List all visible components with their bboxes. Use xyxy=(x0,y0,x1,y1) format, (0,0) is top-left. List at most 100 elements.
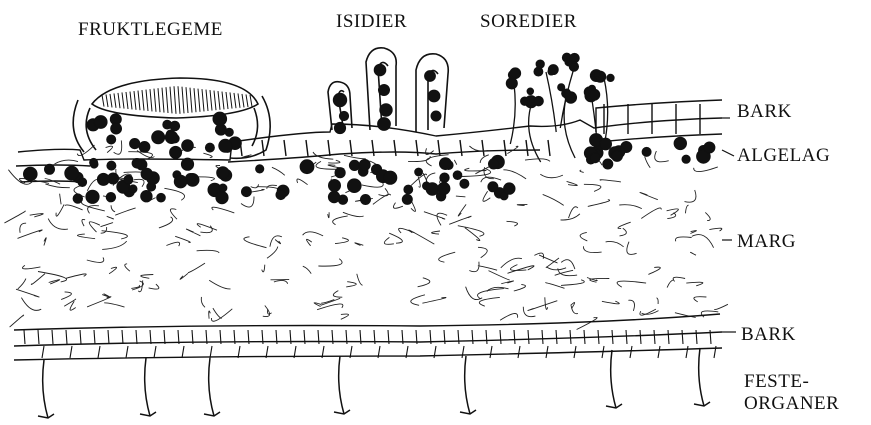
hypha xyxy=(197,250,220,252)
hypha xyxy=(648,267,660,274)
hypha xyxy=(106,146,113,152)
hypha xyxy=(188,263,205,273)
rhizine xyxy=(606,350,622,408)
hypha xyxy=(267,247,278,259)
label-bark-lower: BARK xyxy=(741,325,796,346)
hypha xyxy=(389,233,402,243)
hypha xyxy=(439,252,456,262)
label-bark-upper: BARK xyxy=(737,102,792,123)
hypha xyxy=(55,160,79,164)
alga-cell xyxy=(603,159,613,169)
hymenium-stroke xyxy=(102,95,104,107)
hypha xyxy=(508,266,534,274)
alga-cell xyxy=(124,175,133,184)
hypha xyxy=(102,241,127,249)
hymenium-stroke xyxy=(146,90,148,111)
hymenium-stroke xyxy=(106,94,108,107)
alga-cell xyxy=(438,182,450,194)
hypha xyxy=(540,174,563,178)
hypha xyxy=(213,308,222,318)
hypha xyxy=(528,301,557,311)
cortex-cell-wall xyxy=(284,140,286,156)
alga-cell xyxy=(334,122,345,133)
hymenium-stroke xyxy=(154,89,156,112)
alga-cell xyxy=(426,183,439,196)
hypha xyxy=(667,213,675,219)
hypha xyxy=(455,160,457,164)
alga-cell xyxy=(219,139,232,152)
cortex-cell-wall xyxy=(668,330,669,344)
cortex-cell-wall xyxy=(108,330,109,344)
hypha xyxy=(61,292,71,300)
hypha xyxy=(422,297,446,303)
hypha xyxy=(104,303,124,307)
hymenium-stroke xyxy=(194,88,196,112)
hypha xyxy=(77,234,95,239)
hymenium-stroke xyxy=(242,94,244,107)
alga-cell xyxy=(360,194,370,204)
hypha xyxy=(507,221,518,226)
hymenium-stroke xyxy=(198,89,200,112)
hypha xyxy=(318,259,342,266)
label-marg: MARG xyxy=(737,232,796,253)
hymenium-stroke xyxy=(186,87,188,113)
cortex-cell-wall xyxy=(136,330,137,344)
cortex-cell-wall xyxy=(546,346,548,358)
cortex-cell-wall xyxy=(460,140,462,156)
hypha xyxy=(357,274,363,286)
hypha xyxy=(641,208,661,219)
hypha xyxy=(263,306,270,317)
hypha xyxy=(101,223,113,227)
hymenium-stroke xyxy=(134,91,136,110)
hymenium-stroke xyxy=(162,88,164,113)
hypha xyxy=(690,252,696,255)
hypha xyxy=(66,274,86,278)
hypha xyxy=(525,159,550,161)
cortex-cell-wall xyxy=(612,330,613,344)
hypha xyxy=(590,278,610,282)
alga-cell xyxy=(130,138,140,148)
cortex-cell-wall xyxy=(630,346,632,358)
hypha xyxy=(478,289,504,299)
hypha xyxy=(577,317,598,329)
hypha xyxy=(107,216,114,219)
hypha xyxy=(432,231,440,234)
alga-cell xyxy=(170,121,180,131)
hypha xyxy=(584,184,601,191)
cortex-cell-wall xyxy=(640,330,641,344)
soredium-hypha xyxy=(510,84,515,144)
alga-cell xyxy=(256,165,264,173)
hypha xyxy=(675,237,691,241)
hypha xyxy=(539,255,557,263)
cortex-cell-wall xyxy=(80,330,81,344)
alga-cell xyxy=(460,179,469,188)
hypha xyxy=(503,170,526,179)
alga-cell xyxy=(384,171,397,184)
cortex-cell-wall xyxy=(122,330,123,344)
hypha xyxy=(469,262,479,272)
alga-cell xyxy=(90,160,98,168)
hypha xyxy=(483,191,490,201)
hypha xyxy=(44,238,46,246)
hypha xyxy=(241,197,254,208)
cortex-cell-wall xyxy=(654,330,655,344)
alga-cell xyxy=(182,140,194,152)
hypha xyxy=(38,272,67,282)
hypha xyxy=(583,246,601,252)
alga-cell xyxy=(86,190,99,203)
hymenium-stroke xyxy=(222,92,224,110)
hymenium-stroke xyxy=(122,92,124,108)
hypha xyxy=(458,204,466,216)
hypha xyxy=(517,204,527,205)
hypha xyxy=(64,299,76,306)
alga-cell xyxy=(141,168,153,180)
hypha xyxy=(109,267,116,274)
hypha xyxy=(478,247,487,257)
hymenium-stroke xyxy=(182,87,184,114)
cortex-cell-wall xyxy=(306,140,308,156)
hypha xyxy=(479,297,499,306)
cortex-cell-wall xyxy=(210,346,212,358)
hypha xyxy=(125,264,130,271)
hypha xyxy=(244,237,267,248)
alga-cell xyxy=(141,190,153,202)
